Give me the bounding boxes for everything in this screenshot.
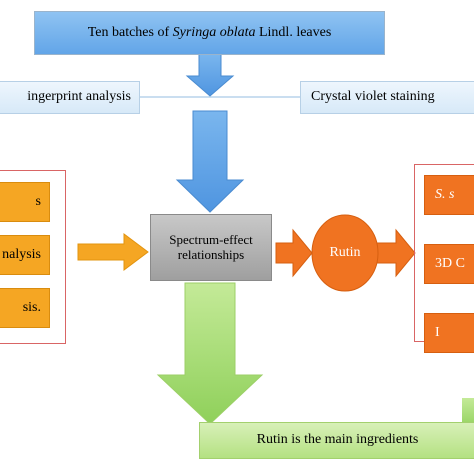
right-item-2: 3D C (424, 244, 474, 284)
fingerprint-analysis-label: ingerprint analysis (27, 89, 131, 105)
source-leaves-text: Ten batches of Syringa oblata Lindl. lea… (88, 25, 332, 41)
crystal-violet-label: Crystal violet staining (311, 89, 435, 105)
left-item-3: sis. (0, 288, 50, 328)
right-item-1: S. s (424, 175, 474, 215)
right-item-3: I (424, 313, 474, 353)
left-item-1: s (0, 182, 50, 222)
source-species: Syringa oblata (172, 24, 256, 40)
right-item-3-label: I (435, 324, 440, 340)
left-item-2-label: nalysis (2, 246, 41, 262)
left-frame (0, 170, 66, 344)
arrow-down-top (185, 53, 235, 97)
spectrum-effect-line1: Spectrum-effect (169, 231, 253, 247)
conclusion-box: Rutin is the main ingredients (199, 422, 474, 459)
source-leaves-box: Ten batches of Syringa oblata Lindl. lea… (34, 11, 385, 55)
arrow-right-orange (77, 233, 149, 271)
rutin-label: Rutin (329, 244, 361, 260)
rutin-label-wrap: Rutin (312, 235, 378, 271)
conclusion-label: Rutin is the main ingredients (256, 432, 419, 448)
crystal-violet-box: Crystal violet staining (300, 81, 474, 114)
arrow-down-green (156, 282, 264, 425)
source-suffix: Lindl. leaves (255, 24, 332, 40)
right-item-1-label: S. s (435, 186, 455, 202)
spectrum-effect-box: Spectrum-effect relationships (150, 214, 272, 281)
left-item-1-label: s (35, 193, 41, 209)
rutin-circle (311, 214, 379, 292)
arrow-right-rutin-out (376, 228, 416, 278)
left-item-2: nalysis (0, 235, 50, 275)
left-item-3-label: sis. (22, 299, 41, 315)
arrow-down-center (175, 110, 245, 213)
arrow-right-rutin-in (275, 228, 313, 278)
spectrum-effect-line2: relationships (177, 246, 245, 262)
source-prefix: Ten batches of (87, 24, 173, 40)
fingerprint-analysis-box: ingerprint analysis (0, 81, 140, 114)
right-item-2-label: 3D C (435, 255, 465, 271)
